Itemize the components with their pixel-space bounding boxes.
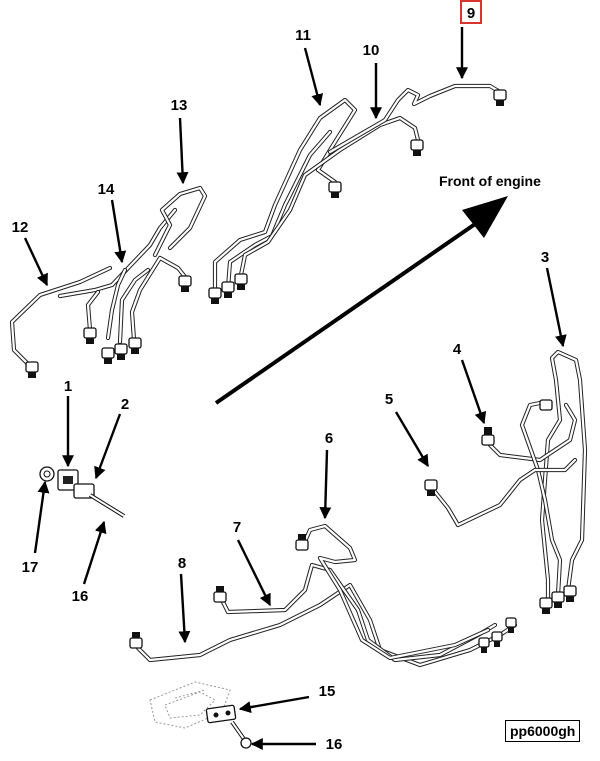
callout-6: 6: [325, 430, 333, 447]
hardware-clamp-set: [39, 466, 126, 518]
line-9: [327, 83, 503, 155]
fitting-group-lower-center: [129, 534, 517, 653]
callout-9-highlight-box: [460, 0, 482, 24]
fitting-group-upper-center: [208, 89, 507, 304]
line-8: [135, 582, 518, 668]
callout-16-lower: 16: [326, 736, 343, 753]
line-14: [57, 207, 189, 345]
line-4: [487, 399, 578, 598]
callout-16-upper: 16: [72, 588, 89, 605]
callout-11: 11: [295, 27, 311, 44]
fitting-group-lower-right: [424, 399, 577, 614]
bracket-outline-ghost: [149, 681, 231, 729]
clamp-15: [205, 704, 237, 724]
line-13: [152, 185, 208, 258]
callout-12: 12: [12, 219, 29, 236]
callout-17: 17: [22, 559, 39, 576]
callout-8: 8: [178, 555, 186, 572]
leader-lines: [23, 27, 567, 750]
callout-3: 3: [541, 249, 549, 266]
callout-2: 2: [121, 396, 129, 413]
callout-1: 1: [64, 378, 72, 395]
callout-4: 4: [453, 341, 462, 358]
clamp-plate-2: [73, 483, 95, 499]
line-10: [237, 115, 421, 283]
line-5: [429, 457, 578, 528]
upper-center-pipe-assembly: [208, 83, 507, 304]
callout-7: 7: [233, 519, 241, 536]
front-of-engine-indicator: Front of engine: [214, 173, 541, 405]
fitting-group-upper-left: [25, 275, 192, 378]
lower-right-pipe-assembly: [424, 349, 588, 614]
callout-13: 13: [171, 97, 188, 114]
line-6: [299, 523, 491, 661]
callout-9: 9: [467, 5, 475, 22]
line-12: [9, 265, 113, 371]
hardware-bottom-set: [149, 681, 252, 749]
callout-14: 14: [98, 181, 115, 198]
callout-15: 15: [319, 683, 336, 700]
front-of-engine-arrowhead: [462, 196, 508, 238]
line-3: [539, 349, 588, 603]
callout-labels: 9 10 11 13 14 12 3 4 5 6 7 8 1 2 17 16 1…: [12, 5, 550, 753]
callout-5: 5: [385, 391, 393, 408]
front-of-engine-arrow: [214, 220, 480, 405]
front-of-engine-label: Front of engine: [439, 173, 541, 189]
figure-reference-code: pp6000gh: [505, 720, 581, 742]
line-7: [219, 562, 498, 663]
upper-left-pipe-assembly: [9, 185, 208, 378]
lower-center-pipe-assembly: [129, 523, 518, 668]
callout-10: 10: [363, 42, 380, 59]
